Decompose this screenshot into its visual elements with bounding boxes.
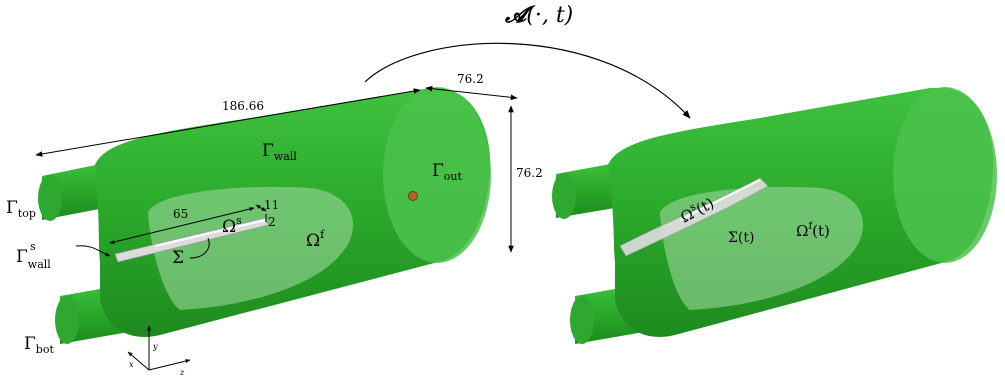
omega-s-label: Ωs — [222, 214, 242, 237]
gamma-wall-s-sup: s — [30, 240, 36, 253]
x-axis-line — [127, 351, 150, 371]
right-geometry — [552, 87, 997, 344]
top-inlet-opening — [38, 175, 62, 221]
z-axis-label: z — [179, 368, 185, 377]
transform-label: 𝓐(·, t) — [504, 2, 573, 28]
sigma-t-label: Σ(t) — [728, 230, 754, 246]
dimension-lines — [35, 85, 518, 253]
gamma-top-label: Γtop — [6, 198, 36, 220]
gamma-wall-s-pointer — [75, 245, 111, 257]
deformed-plate — [619, 177, 769, 257]
omega-f-label: Ωf — [306, 228, 325, 251]
y-axis-label: y — [152, 342, 158, 351]
transform-arrow — [364, 42, 691, 119]
right-outlet-face — [893, 87, 997, 263]
omega-f-t-label: Ωf(t) — [796, 221, 830, 240]
right-top-inlet-opening — [552, 173, 576, 219]
gamma-wall-s-label: Γwall — [16, 247, 51, 271]
sigma-pointer — [189, 237, 210, 259]
transform-args: (·, t) — [526, 3, 573, 28]
outlet-marker — [408, 191, 418, 201]
gamma-wall-label: Γwall — [262, 141, 297, 163]
z-axis-line — [148, 359, 191, 371]
plate-width-dimension-line — [255, 204, 267, 212]
plate-thickness-dimension: 2 — [268, 215, 276, 229]
x-axis-label: x — [129, 360, 134, 369]
bottom-inlet-opening — [55, 296, 79, 344]
outlet-width-dimension: 76.2 — [457, 72, 484, 86]
deformed-plate-highlight — [679, 179, 761, 221]
right-fluid-region — [660, 186, 864, 310]
left-geometry — [38, 87, 491, 344]
plate-length-dimension-line — [109, 207, 255, 244]
length-dimension-line — [35, 88, 421, 157]
axis-triad: y z x — [127, 325, 191, 377]
gamma-out-label: Γout — [432, 161, 463, 183]
outlet-width-dimension-line — [425, 85, 518, 101]
right-bottom-inlet-opening — [570, 296, 594, 344]
outlet-height-dimension: 76.2 — [516, 166, 543, 180]
plate-length-dimension: 65 — [173, 207, 188, 221]
length-dimension: 186.66 — [222, 99, 264, 113]
plate-width-dimension: 11 — [264, 198, 279, 212]
gamma-bot-label: Γbot — [24, 334, 54, 356]
sigma-label: Σ — [172, 248, 184, 268]
